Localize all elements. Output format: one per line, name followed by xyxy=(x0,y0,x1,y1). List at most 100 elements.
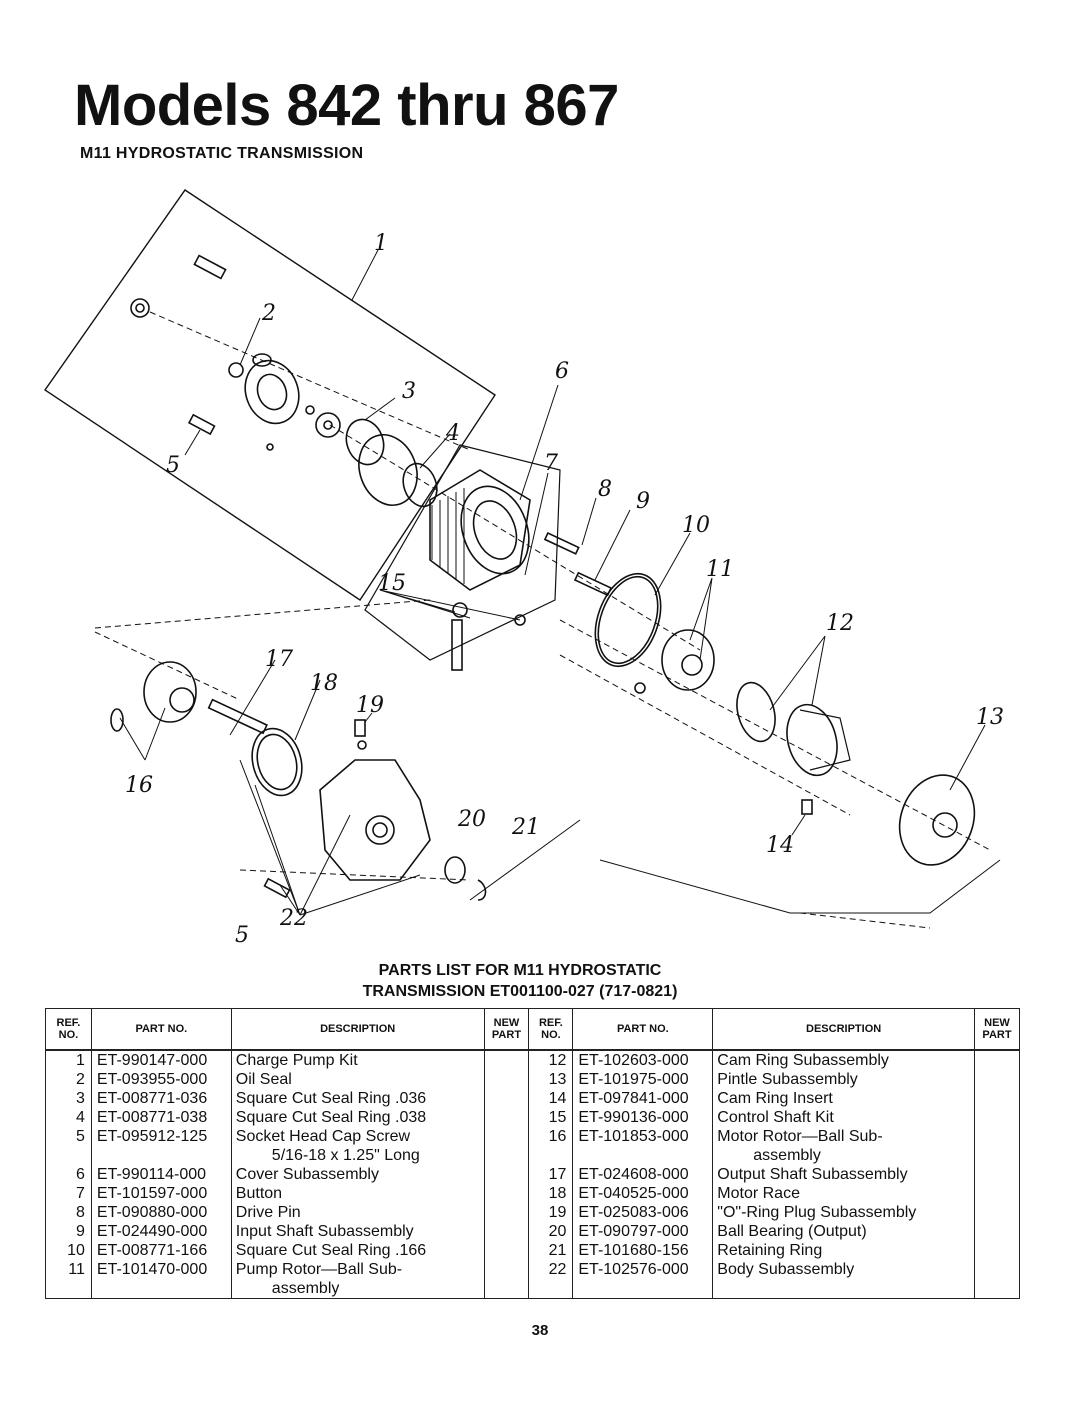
new-part xyxy=(973,1050,1021,1070)
description: Drive Pin xyxy=(230,1203,485,1222)
description: assembly xyxy=(712,1146,975,1165)
description: Motor Race xyxy=(712,1184,975,1203)
ref-no: 8 xyxy=(45,1203,92,1222)
new-part xyxy=(973,1070,1021,1089)
ref-no: 7 xyxy=(45,1184,92,1203)
description: Cover Subassembly xyxy=(230,1165,485,1184)
callout-5: 5 xyxy=(166,453,180,478)
part-no: ET-024490-000 xyxy=(90,1222,232,1241)
description: Square Cut Seal Ring .036 xyxy=(230,1089,485,1108)
part-no xyxy=(572,1146,714,1165)
description: Charge Pump Kit xyxy=(230,1050,485,1070)
new-part xyxy=(483,1241,530,1260)
page-number: 38 xyxy=(531,1322,549,1339)
ref-no: 22 xyxy=(528,1260,574,1279)
description: Cam Ring Insert xyxy=(712,1089,975,1108)
header-ref-no: REF. NO. xyxy=(45,1008,92,1051)
ref-no: 10 xyxy=(45,1241,92,1260)
callout-13: 13 xyxy=(976,705,1004,730)
table-row: 8 ET-090880-000 Drive Pin 19 ET-025083-0… xyxy=(45,1203,1021,1222)
part-no xyxy=(90,1146,232,1165)
new-part xyxy=(483,1050,530,1070)
new-part xyxy=(973,1222,1021,1241)
new-part xyxy=(973,1241,1021,1260)
ref-no: 11 xyxy=(45,1260,92,1279)
description: Pintle Subassembly xyxy=(712,1070,975,1089)
callout-22: 22 xyxy=(279,906,308,931)
table-row: 6 ET-990114-000 Cover Subassembly 17 ET-… xyxy=(45,1165,1021,1184)
header-new-part: NEW PART xyxy=(483,1008,530,1051)
exploded-view-diagram: 1 2 3 4 5 6 7 8 9 10 11 12 13 14 15 16 1… xyxy=(44,189,1004,948)
new-part xyxy=(973,1146,1021,1165)
description: 5/16-18 x 1.25" Long xyxy=(230,1146,485,1165)
description: Square Cut Seal Ring .038 xyxy=(230,1108,485,1127)
parts-list-title: PARTS LIST FOR M11 HYDROSTATIC TRANSMISS… xyxy=(260,960,780,1002)
description: "O"-Ring Plug Subassembly xyxy=(712,1203,975,1222)
new-part xyxy=(483,1279,530,1299)
table-row: 5/16-18 x 1.25" Long assembly xyxy=(45,1146,1021,1165)
callout-6: 6 xyxy=(555,359,569,384)
part-no: ET-025083-006 xyxy=(572,1203,714,1222)
table-row: 7 ET-101597-000 Button 18 ET-040525-000 … xyxy=(45,1184,1021,1203)
new-part xyxy=(483,1260,530,1279)
header-description: DESCRIPTION xyxy=(712,1008,975,1051)
callout-7: 7 xyxy=(544,451,558,476)
ref-no xyxy=(528,1279,574,1299)
description: Motor Rotor—Ball Sub- xyxy=(712,1127,975,1146)
ref-no: 17 xyxy=(528,1165,574,1184)
description: Body Subassembly xyxy=(712,1260,975,1279)
part-no: ET-093955-000 xyxy=(90,1070,232,1089)
new-part xyxy=(483,1203,530,1222)
new-part xyxy=(483,1184,530,1203)
description xyxy=(712,1279,975,1299)
ref-no xyxy=(45,1279,92,1299)
header-ref-no: REF. NO. xyxy=(528,1008,574,1051)
part-no: ET-101680-156 xyxy=(572,1241,714,1260)
table-row: 4 ET-008771-038 Square Cut Seal Ring .03… xyxy=(45,1108,1021,1127)
ref-no: 3 xyxy=(45,1089,92,1108)
table-row: 5 ET-095912-125 Socket Head Cap Screw 16… xyxy=(45,1127,1021,1146)
part-no: ET-990136-000 xyxy=(572,1108,714,1127)
parts-list-title-line-2: TRANSMISSION ET001100-027 (717-0821) xyxy=(362,983,678,1000)
part-no: ET-024608-000 xyxy=(572,1165,714,1184)
parts-list-title-line-1: PARTS LIST FOR M11 HYDROSTATIC xyxy=(378,962,662,979)
description: Oil Seal xyxy=(230,1070,485,1089)
part-no: ET-090880-000 xyxy=(90,1203,232,1222)
new-part xyxy=(483,1165,530,1184)
ref-no: 6 xyxy=(45,1165,92,1184)
callout-21: 21 xyxy=(511,815,540,840)
callout-15: 15 xyxy=(378,571,406,596)
callout-4: 4 xyxy=(445,421,460,446)
table-row: 9 ET-024490-000 Input Shaft Subassembly … xyxy=(45,1222,1021,1241)
part-no: ET-040525-000 xyxy=(572,1184,714,1203)
description: Button xyxy=(230,1184,485,1203)
ref-no: 20 xyxy=(528,1222,574,1241)
callout-2: 2 xyxy=(261,301,276,326)
table-row: 10 ET-008771-166 Square Cut Seal Ring .1… xyxy=(45,1241,1021,1260)
ref-no: 1 xyxy=(45,1050,92,1070)
part-no: ET-990114-000 xyxy=(90,1165,232,1184)
ref-no: 12 xyxy=(528,1050,574,1070)
parts-list-table: REF. NO. PART NO. DESCRIPTION NEW PART R… xyxy=(45,1008,1021,1299)
ref-no: 2 xyxy=(45,1070,92,1089)
part-no xyxy=(572,1279,714,1299)
new-part xyxy=(973,1165,1021,1184)
callout-10: 10 xyxy=(682,513,710,538)
new-part xyxy=(483,1146,530,1165)
callout-20: 20 xyxy=(457,807,486,832)
callout-14: 14 xyxy=(766,833,794,858)
callout-16: 16 xyxy=(125,773,153,798)
page-title: Models 842 thru 867 xyxy=(74,73,619,138)
callout-1: 1 xyxy=(374,231,388,256)
header-part-no: PART NO. xyxy=(572,1008,714,1051)
part-no: ET-090797-000 xyxy=(572,1222,714,1241)
description: Control Shaft Kit xyxy=(712,1108,975,1127)
callout-8: 8 xyxy=(598,477,612,502)
description: Retaining Ring xyxy=(712,1241,975,1260)
callout-9: 9 xyxy=(636,489,650,514)
new-part xyxy=(483,1108,530,1127)
table-row: 3 ET-008771-036 Square Cut Seal Ring .03… xyxy=(45,1089,1021,1108)
ref-no: 9 xyxy=(45,1222,92,1241)
header-description: DESCRIPTION xyxy=(230,1008,485,1051)
part-no: ET-008771-036 xyxy=(90,1089,232,1108)
